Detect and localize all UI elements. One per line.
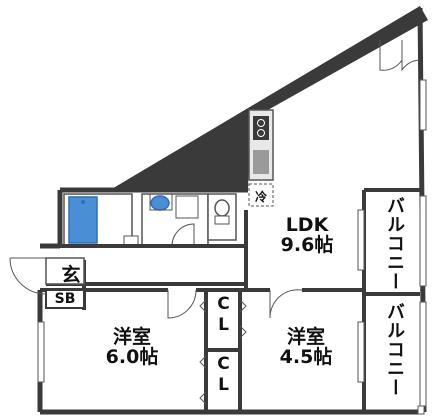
closet-doors <box>199 299 247 405</box>
entrance-door-swing <box>9 257 47 295</box>
closet-lower-label: C L <box>207 354 240 397</box>
fridge-space <box>248 183 274 207</box>
closet-upper-c: C <box>217 294 230 314</box>
closet-upper-l: L <box>218 315 229 336</box>
closet-lower-c: C <box>217 354 230 374</box>
kitchen <box>248 109 274 207</box>
balcony-upper-label: バルコニー <box>384 196 405 291</box>
ldk-label: LDK 9.6帖 <box>262 214 352 256</box>
closet-lower-l: L <box>218 375 229 396</box>
shoe-box-label: SB <box>54 291 76 307</box>
closet-upper-label: C L <box>207 294 240 337</box>
fridge-label: 冷 <box>254 190 267 204</box>
western-room-2-name: 洋室 <box>286 326 325 348</box>
ldk-name: LDK <box>285 214 329 236</box>
western-room-1-label: 洋室 6.0帖 <box>84 326 180 368</box>
entrance-area <box>9 257 85 309</box>
western-room-2-label: 洋室 4.5帖 <box>258 326 354 368</box>
balcony-lower-label: バルコニー <box>384 302 405 397</box>
toilet-room <box>207 193 237 241</box>
windows <box>37 79 427 415</box>
wash-basin <box>150 195 170 211</box>
ldk-size: 9.6帖 <box>280 233 334 256</box>
room-doors <box>167 40 421 319</box>
diagonal-wall <box>110 6 428 190</box>
bathroom <box>63 193 139 247</box>
washroom <box>141 193 209 247</box>
western-room-1-name: 洋室 <box>112 326 151 348</box>
entrance-label: 玄 <box>61 264 81 286</box>
toilet <box>214 199 230 217</box>
bathtub <box>68 196 98 244</box>
western-room-1-size: 6.0帖 <box>105 345 159 368</box>
washing-machine-pan <box>175 195 199 219</box>
western-room-2-size: 4.5帖 <box>279 345 333 368</box>
